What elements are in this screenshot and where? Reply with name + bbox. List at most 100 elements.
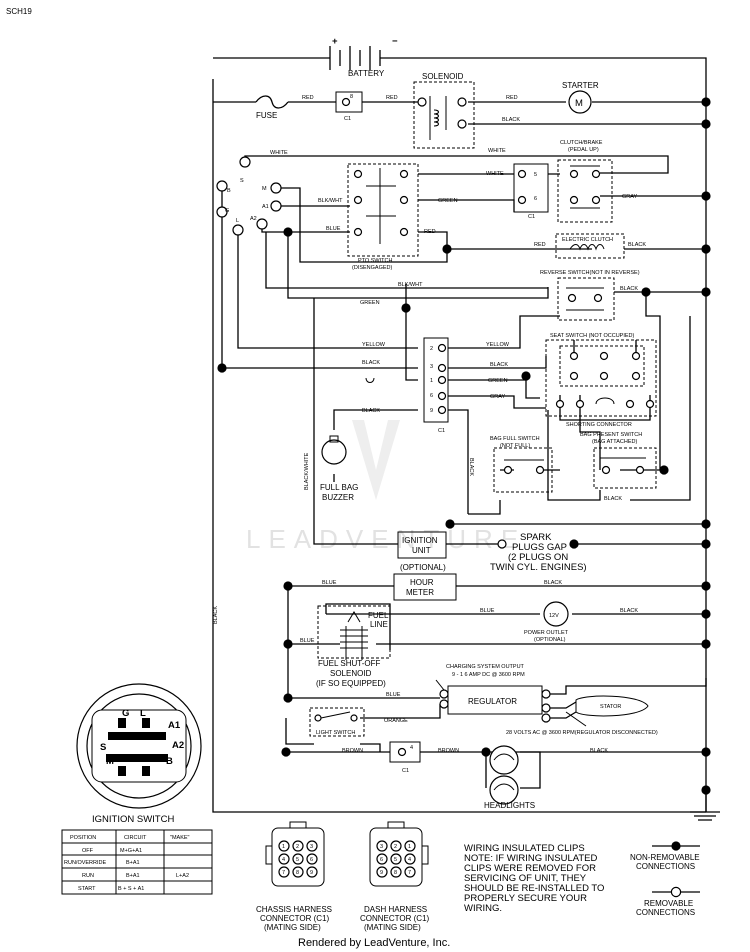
c1-label: C1 bbox=[438, 428, 445, 434]
solenoid: SOLENOID RED BLACK bbox=[413, 72, 520, 149]
power-outlet-symbol: 12V bbox=[549, 613, 559, 619]
ignition-terminals: B S M A1 G L A2 WHITE BLK/WHT BLUE bbox=[216, 150, 343, 236]
dash-pin: 7 bbox=[408, 870, 411, 876]
wire-label-white: WHITE bbox=[488, 148, 506, 154]
note-line: PROPERLY SECURE YOUR bbox=[464, 893, 587, 904]
ignition-unit-label: IGNITION bbox=[402, 536, 438, 545]
wire-label-black: BLACK bbox=[544, 580, 562, 586]
junction-dot bbox=[217, 363, 227, 373]
chassis-pin: 7 bbox=[282, 870, 285, 876]
wire-label-black: BLACK bbox=[620, 286, 638, 292]
bag-present-label: BAG PRESENT SWITCH bbox=[580, 432, 642, 438]
face-b: B bbox=[166, 756, 173, 767]
spark-label-2: PLUGS GAP bbox=[512, 542, 567, 553]
pin-6: 6 bbox=[430, 393, 433, 399]
reverse-switch-label: REVERSE SWITCH(NOT IN REVERSE) bbox=[540, 270, 640, 276]
full-bag-buzzer: FULL BAG BUZZER BLACK/WHITE bbox=[304, 435, 358, 502]
buzzer-label-2: BUZZER bbox=[322, 493, 354, 502]
wires bbox=[212, 57, 720, 821]
terminal-l: L bbox=[236, 218, 239, 224]
electric-clutch: ELECTRIC CLUTCH RED BLACK bbox=[534, 233, 646, 259]
pin-3: 3 bbox=[430, 364, 433, 370]
note-line: WIRING. bbox=[464, 903, 502, 914]
junction-dot bbox=[701, 639, 711, 649]
legend-removable: REMOVABLE bbox=[644, 899, 693, 908]
headlights: HEADLIGHTS bbox=[484, 745, 535, 810]
note-line: NOTE: IF WIRING INSULATED bbox=[464, 853, 597, 864]
junction-dot bbox=[701, 539, 711, 549]
fuse-label: FUSE bbox=[256, 111, 277, 120]
bag-full-label-2: (NOT FULL) bbox=[500, 443, 530, 449]
c1-label: C1 bbox=[344, 116, 351, 122]
face-l: L bbox=[140, 708, 146, 719]
face-g: G bbox=[122, 708, 129, 719]
seat-switch: SEAT SWITCH (NOT OCCUPIED) SHORTING CONN… bbox=[545, 333, 657, 428]
terminal-s: S bbox=[240, 178, 244, 184]
dash-pin: 3 bbox=[380, 844, 383, 850]
spark-label: SPARK bbox=[520, 532, 552, 543]
junction-dot bbox=[401, 303, 411, 313]
clutch-brake-label: CLUTCH/BRAKE bbox=[560, 140, 603, 146]
chassis-pin: 2 bbox=[296, 844, 299, 850]
footer-credit: Rendered by LeadVenture, Inc. bbox=[298, 937, 450, 949]
junction-dot bbox=[701, 244, 711, 254]
fuel-solenoid-label: FUEL SHUT-OFF bbox=[318, 659, 380, 668]
junction-dot bbox=[283, 693, 293, 703]
table-cell: L+A2 bbox=[176, 873, 189, 879]
light-switch-label: LIGHT SWITCH bbox=[316, 730, 355, 736]
light-switch: LIGHT SWITCH bbox=[309, 707, 365, 737]
face-m: M bbox=[106, 756, 114, 767]
chassis-pin: 9 bbox=[310, 870, 313, 876]
fuse: FUSE RED bbox=[255, 95, 314, 120]
chassis-pin: 6 bbox=[310, 857, 313, 863]
wire-label-red: RED bbox=[424, 229, 436, 235]
wire-label-green: GREEN bbox=[360, 300, 380, 306]
charging-label-2: 9 - 1 6 AMP DC @ 3600 RPM bbox=[452, 672, 525, 678]
buzzer-label: FULL BAG bbox=[320, 483, 358, 492]
fuel-solenoid-label-2: SOLENOID bbox=[330, 669, 372, 678]
optional-label: (OPTIONAL) bbox=[400, 563, 446, 572]
spark-label-3: (2 PLUGS ON bbox=[508, 552, 568, 563]
junction-dot bbox=[701, 97, 711, 107]
bag-present-label-2: (BAG ATTACHED) bbox=[592, 439, 637, 445]
table-cell: M+G+A1 bbox=[120, 848, 142, 854]
starter-label: STARTER bbox=[562, 81, 599, 90]
clutch-brake-label-2: (PEDAL UP) bbox=[568, 147, 599, 153]
terminal-a2: A2 bbox=[250, 216, 257, 222]
face-s: S bbox=[100, 742, 106, 753]
chassis-harness-label: CHASSIS HARNESS bbox=[256, 905, 332, 914]
wire-label-blue: BLUE bbox=[322, 580, 337, 586]
power-outlet-label: POWER OUTLET bbox=[524, 630, 569, 636]
wire-label-yellow: YELLOW bbox=[362, 342, 386, 348]
power-outlet: 12V POWER OUTLET (OPTIONAL) BLUE BLACK bbox=[480, 601, 638, 643]
wire-label-orange: ORANGE bbox=[384, 718, 408, 724]
seat-switch-label: SEAT SWITCH (NOT OCCUPIED) bbox=[550, 333, 635, 339]
ignition-switch-title: IGNITION SWITCH bbox=[92, 814, 174, 825]
wire-label-gray: GRAY bbox=[490, 394, 506, 400]
terminal-a1: A1 bbox=[262, 204, 269, 210]
wire-label-blue: BLUE bbox=[480, 608, 495, 614]
ignition-unit: IGNITION UNIT SPARK PLUGS GAP (2 PLUGS O… bbox=[397, 531, 587, 573]
ignition-circuit-table: POSITION CIRCUIT "MAKE" OFF M+G+A1 RUN/O… bbox=[61, 829, 213, 895]
pto-switch: PTO SWITCH (DISENGAGED) GREEN RED bbox=[347, 163, 458, 271]
wire-label-blue: BLUE bbox=[326, 226, 341, 232]
wire-label-black: BLACK bbox=[362, 408, 380, 414]
junction-dot bbox=[701, 287, 711, 297]
wire-label-brown: BROWN bbox=[342, 748, 363, 754]
pin-4: 4 bbox=[410, 745, 413, 751]
bag-full-label: BAG FULL SWITCH bbox=[490, 436, 540, 442]
battery-label: BATTERY bbox=[348, 69, 385, 78]
power-outlet-label-2: (OPTIONAL) bbox=[534, 637, 566, 643]
watermark-text: LEADVENTURE bbox=[246, 524, 526, 554]
battery-minus: − bbox=[392, 36, 398, 47]
c1-main-connector: 2 3 1 6 9 C1 YELLOW BLACK YELLOW BLACK G… bbox=[362, 337, 510, 434]
hour-meter-label: HOUR bbox=[410, 578, 434, 587]
table-cell: B+A1 bbox=[126, 873, 140, 879]
clutch-brake-switch: CLUTCH/BRAKE (PEDAL UP) WHITE GRAY bbox=[488, 140, 638, 223]
pin-2: 2 bbox=[430, 346, 433, 352]
table-cell: OFF bbox=[82, 848, 94, 854]
wire-label-blue: BLUE bbox=[386, 692, 401, 698]
reverse-switch: REVERSE SWITCH(NOT IN REVERSE) BLACK BLK… bbox=[360, 270, 640, 321]
junction-dot bbox=[641, 287, 651, 297]
legend-removable-2: CONNECTIONS bbox=[636, 908, 695, 917]
